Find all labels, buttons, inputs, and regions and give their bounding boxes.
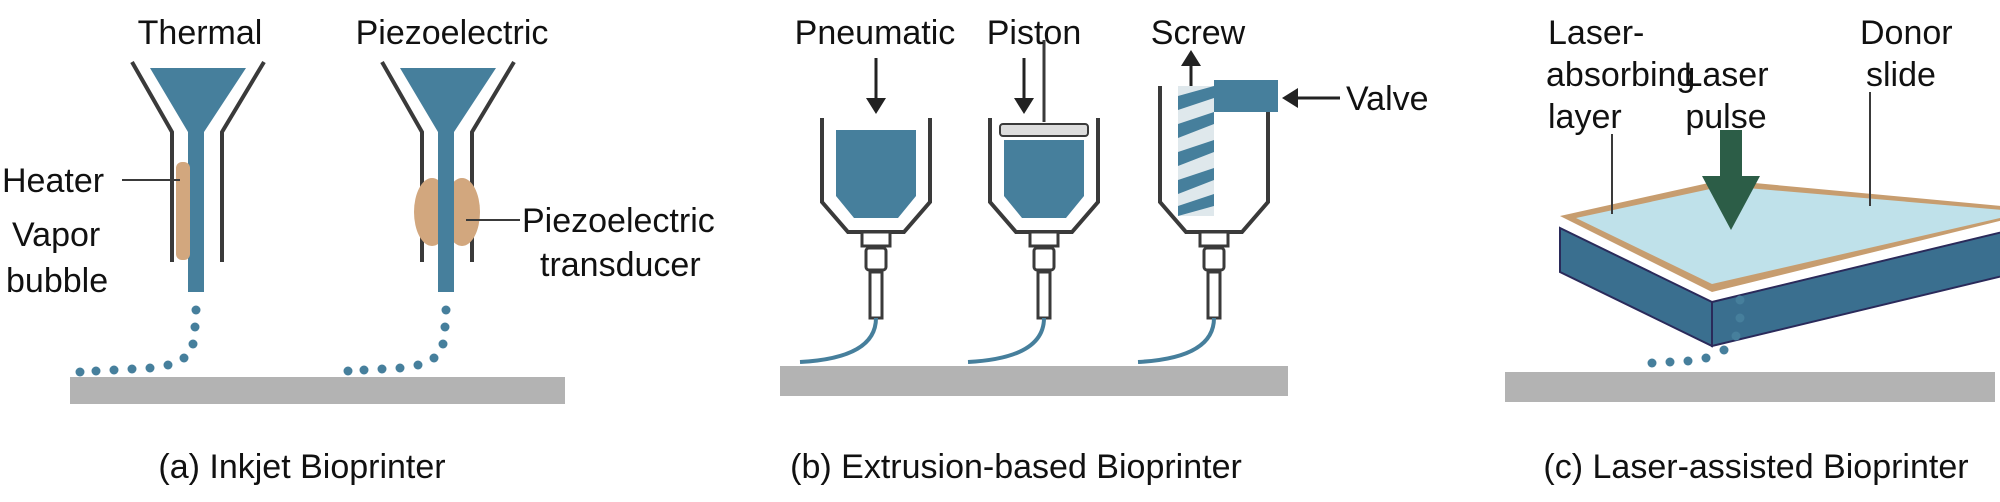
donor-label-line1: Donor [1860,14,1953,52]
piston-syringe [967,40,1100,364]
thermal-ink-reservoir [150,68,246,292]
screw-syringe [1137,50,1278,364]
thermal-label: Thermal [138,14,263,52]
valve-label: Valve [1346,80,1429,118]
laser-pulse-shaft [1720,130,1742,176]
thermal-nozzle [75,60,266,377]
caption-inkjet: (a) Inkjet Bioprinter [158,448,445,486]
substrate-laser [1505,372,1995,402]
piston-bioink [1004,140,1084,218]
pneumatic-bioink [836,130,916,218]
caption-laser: (c) Laser-assisted Bioprinter [1543,448,1968,486]
donor-slide-top [1576,186,2000,284]
panel-extrusion: Pneumatic Piston Screw Valve (b) Extrusi… [780,14,1429,486]
piston-head [999,123,1089,137]
heater-label: Heater [2,162,104,200]
laser-pulse-head [1702,176,1760,230]
pulse-label-line2: pulse [1685,98,1766,136]
absorbing-label-line1: Laser- [1548,14,1644,52]
absorbing-label-line2: absorbing [1546,56,1695,94]
transducer-label-line2: transducer [540,246,701,284]
heater [176,162,190,260]
substrate-extrusion [780,366,1288,396]
valve-block [1214,80,1278,112]
transducer-label-line1: Piezoelectric [522,202,715,240]
screw-label: Screw [1151,14,1246,52]
substrate-inkjet [70,377,565,404]
panel-inkjet: Thermal Piezoelectric Heater Vapor bubbl… [2,14,715,486]
vapor-label-line1: Vapor [12,216,100,254]
panel-laser: Laser- absorbing layer Laser pulse Donor… [1505,14,2000,486]
absorbing-label-line3: layer [1548,98,1622,136]
pulse-label-line1: Laser [1683,56,1768,94]
caption-extrusion: (b) Extrusion-based Bioprinter [790,448,1242,486]
piston-label: Piston [987,14,1082,52]
piezoelectric-label: Piezoelectric [356,14,549,52]
vapor-label-line2: bubble [6,262,108,300]
pneumatic-label: Pneumatic [795,14,956,52]
piezoelectric-nozzle [343,60,516,376]
donor-label-line2: slide [1866,56,1936,94]
donor-slide-front [1711,231,2000,348]
pneumatic-syringe [799,58,932,364]
